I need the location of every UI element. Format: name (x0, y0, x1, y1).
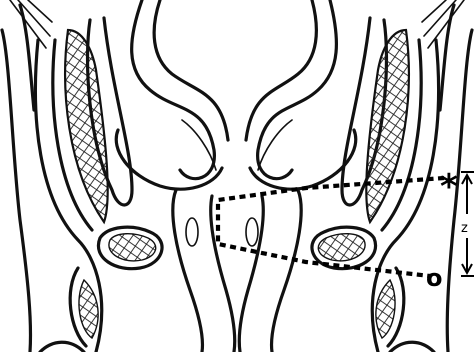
marker-bottom: o (426, 264, 443, 292)
measurement-bracket (218, 178, 444, 276)
central-right-loop (246, 0, 336, 179)
right-oval-structure (312, 227, 376, 268)
central-lobes (116, 120, 356, 189)
marker-top: * (440, 167, 458, 207)
central-canal (173, 190, 301, 352)
central-left-loop (132, 0, 228, 179)
left-lower-structure (40, 268, 98, 352)
dimension-label: z (461, 221, 468, 236)
left-oval-structure (98, 227, 162, 268)
